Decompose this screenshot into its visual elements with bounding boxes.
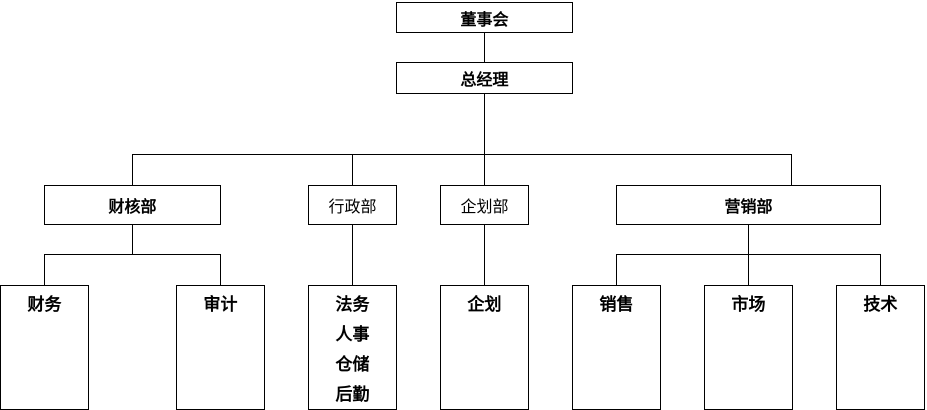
- connector-to-caiwu: [44, 254, 45, 285]
- connector-to-marketing: [791, 154, 792, 185]
- node-admin-list: 法务 人事 仓储 后勤: [308, 285, 397, 410]
- node-ceo: 总经理: [396, 62, 573, 94]
- node-finance-dept: 财核部: [44, 185, 221, 225]
- leaf-label: 人事: [335, 325, 370, 345]
- leaf-label: 企划: [467, 295, 502, 315]
- node-board: 董事会: [396, 2, 573, 33]
- connector-to-shenji: [220, 254, 221, 285]
- node-caiwu: 财务: [0, 285, 89, 410]
- leaf-label: 市场: [731, 295, 766, 315]
- connector-finance-down: [132, 224, 133, 255]
- connector-level2-bar: [132, 154, 792, 155]
- node-marketing-dept: 营销部: [616, 185, 881, 225]
- connector-to-jishu: [880, 254, 881, 285]
- connector-to-admin: [352, 154, 353, 185]
- connector-finance-bar: [44, 254, 221, 255]
- connector-board-ceo: [484, 32, 485, 62]
- node-jishu: 技术: [836, 285, 925, 410]
- connector-marketing-down: [748, 224, 749, 255]
- leaf-label: 审计: [203, 295, 238, 315]
- connector-to-planning: [484, 154, 485, 185]
- node-xiaoshou: 销售: [572, 285, 661, 410]
- node-shenji: 审计: [176, 285, 265, 410]
- connector-to-finance: [132, 154, 133, 185]
- connector-to-shichang: [748, 254, 749, 285]
- connector-to-xiaoshou: [616, 254, 617, 285]
- node-shichang: 市场: [704, 285, 793, 410]
- connector-ceo-down: [484, 93, 485, 155]
- node-qihua: 企划: [440, 285, 529, 410]
- connector-planning-down: [484, 224, 485, 285]
- leaf-label: 技术: [863, 295, 898, 315]
- node-admin-dept: 行政部: [308, 185, 397, 225]
- leaf-label: 法务: [335, 295, 370, 315]
- leaf-label: 财务: [27, 295, 62, 315]
- connector-admin-down: [352, 224, 353, 285]
- node-planning-dept: 企划部: [440, 185, 529, 225]
- leaf-label: 后勤: [335, 385, 370, 405]
- leaf-label: 销售: [599, 295, 634, 315]
- leaf-label: 仓储: [335, 355, 370, 375]
